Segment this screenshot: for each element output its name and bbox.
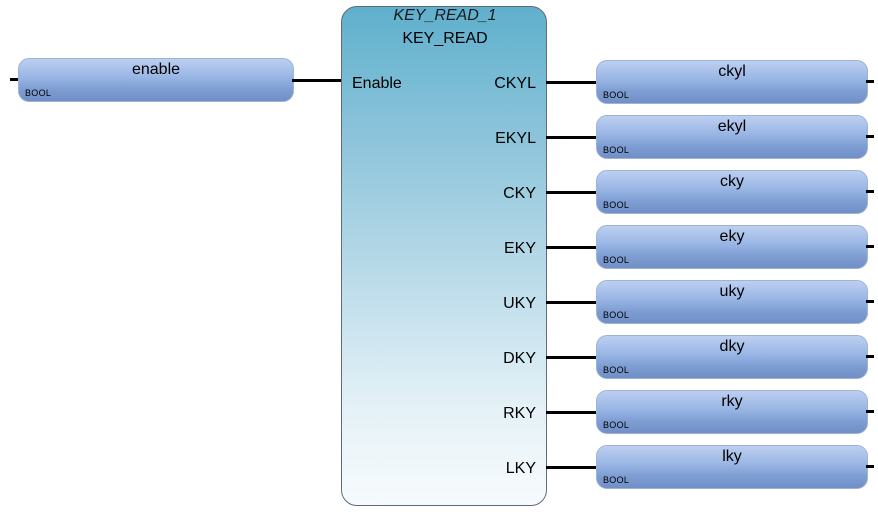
output-pin-eky[interactable]: EKY: [503, 240, 536, 257]
output-wire-lky: [546, 466, 600, 469]
output-wire-rky: [546, 411, 600, 414]
variable-name: uky: [719, 283, 745, 300]
variable-name: rky: [721, 393, 743, 410]
variable-name: ekyl: [717, 118, 747, 135]
output-pin-rky[interactable]: RKY: [503, 405, 536, 422]
output-variable-dky[interactable]: dky BOOL: [596, 335, 868, 379]
output-variable-cky[interactable]: cky BOOL: [596, 170, 868, 214]
variable-type: BOOL: [603, 90, 630, 100]
variable-name: lky: [722, 448, 742, 465]
variable-name: eky: [719, 228, 745, 245]
output-pin-ckyl[interactable]: CKYL: [494, 75, 536, 92]
output-variable-eky[interactable]: eky BOOL: [596, 225, 868, 269]
output-pin-ekyl[interactable]: EKYL: [495, 130, 536, 147]
output-stub-rky: [866, 410, 874, 413]
input-stub-wire: [10, 78, 20, 81]
output-pin-lky[interactable]: LKY: [505, 460, 536, 477]
output-variable-ckyl[interactable]: ckyl BOOL: [596, 60, 868, 104]
output-pin-uky[interactable]: UKY: [503, 295, 536, 312]
output-pin-cky[interactable]: CKY: [503, 185, 536, 202]
output-stub-ckyl: [866, 80, 874, 83]
output-variable-ekyl[interactable]: ekyl BOOL: [596, 115, 868, 159]
output-stub-dky: [866, 355, 874, 358]
variable-name: ckyl: [718, 63, 746, 80]
output-stub-eky: [866, 245, 874, 248]
output-variable-lky[interactable]: lky BOOL: [596, 445, 868, 489]
output-stub-uky: [866, 300, 874, 303]
variable-type: BOOL: [603, 200, 630, 210]
enable-wire: [292, 79, 344, 82]
output-wire-ekyl: [546, 136, 600, 139]
output-stub-lky: [866, 465, 874, 468]
block-type-name: KEY_READ: [402, 30, 488, 47]
variable-name: dky: [719, 338, 745, 355]
variable-name: enable: [131, 61, 181, 78]
input-pin-enable[interactable]: Enable: [352, 75, 402, 92]
variable-type: BOOL: [603, 475, 630, 485]
variable-type: BOOL: [603, 255, 630, 265]
output-stub-ekyl: [866, 135, 874, 138]
variable-type: BOOL: [603, 365, 630, 375]
variable-name: cky: [720, 173, 744, 190]
output-wire-cky: [546, 191, 600, 194]
output-variable-rky[interactable]: rky BOOL: [596, 390, 868, 434]
output-wire-eky: [546, 246, 600, 249]
output-wire-ckyl: [546, 81, 600, 84]
input-variable-enable[interactable]: enable BOOL: [18, 58, 294, 102]
function-block[interactable]: KEY_READ_1 KEY_READ Enable CKYL EKYL CKY…: [341, 6, 547, 506]
variable-type: BOOL: [603, 310, 630, 320]
output-pin-dky[interactable]: DKY: [503, 350, 536, 367]
variable-type: BOOL: [603, 145, 630, 155]
variable-type: BOOL: [603, 420, 630, 430]
variable-type: BOOL: [25, 88, 52, 98]
output-variable-uky[interactable]: uky BOOL: [596, 280, 868, 324]
output-wire-dky: [546, 356, 600, 359]
block-instance-name: KEY_READ_1: [393, 7, 497, 24]
output-wire-uky: [546, 301, 600, 304]
output-stub-cky: [866, 190, 874, 193]
